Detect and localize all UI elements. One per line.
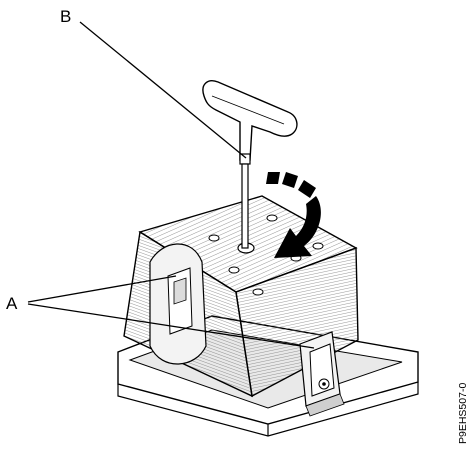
callout-b-label: B: [60, 7, 71, 26]
clockwise-arrow-icon: [266, 172, 321, 258]
callout-a-label: A: [6, 294, 18, 313]
figure-id: P9EHS507-0: [457, 383, 469, 444]
callout-leaders: [27, 21, 315, 349]
retention-clip-icon: [149, 243, 207, 365]
t-handle-wrench-icon: [202, 80, 298, 249]
retention-clip-icon: [299, 331, 345, 417]
